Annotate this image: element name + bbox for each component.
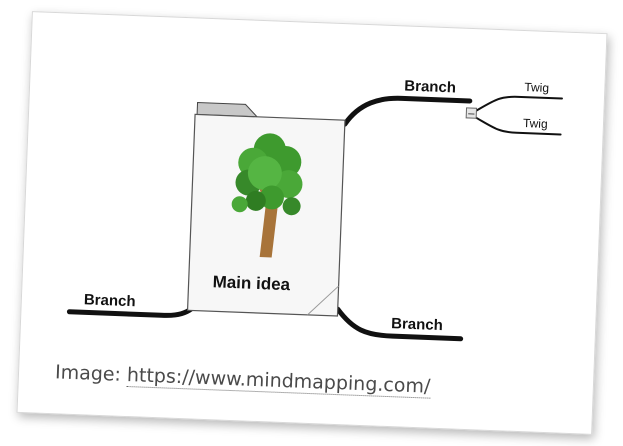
branch-label-bottom: Branch (391, 315, 443, 334)
branch-top-line (342, 95, 473, 127)
central-topic-label: Main idea (212, 272, 291, 294)
twig-line-upper (474, 95, 563, 113)
collapse-toggle[interactable]: − (465, 107, 478, 120)
branch-label-top: Branch (404, 77, 456, 96)
tree-icon (231, 133, 303, 258)
collapse-icon: − (467, 109, 476, 120)
folder-corner (307, 285, 339, 316)
twig-label-upper: Twig (524, 80, 549, 95)
mind-map-diagram: − Main id (66, 77, 563, 342)
twig-label-lower: Twig (523, 116, 548, 131)
caption-prefix: Image: (54, 361, 122, 386)
photo-card: − Main id (16, 11, 608, 435)
branch-label-left: Branch (84, 291, 136, 310)
branch-bottom-line (335, 306, 464, 342)
twig-line-lower (474, 116, 562, 136)
